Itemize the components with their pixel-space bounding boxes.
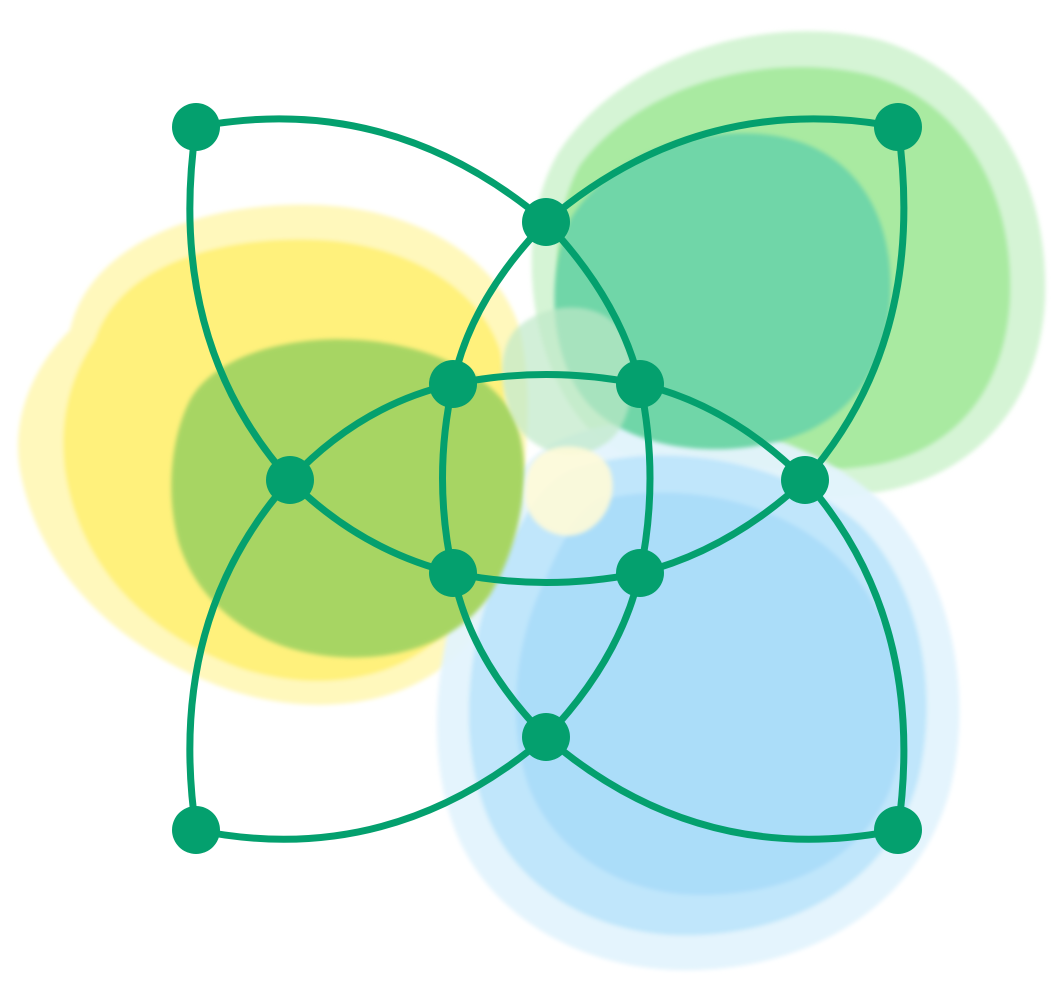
node-inner-bottom-right <box>616 549 664 597</box>
node-top-right <box>874 103 922 151</box>
node-inner-top-right <box>616 360 664 408</box>
node-top-left <box>172 103 220 151</box>
node-top-center <box>522 198 570 246</box>
node-inner-bottom-left <box>429 549 477 597</box>
node-right-center <box>781 456 829 504</box>
node-inner-top-left <box>429 360 477 408</box>
node-left-center <box>266 456 314 504</box>
node-bottom-left <box>172 806 220 854</box>
node-bottom-right <box>874 806 922 854</box>
node-bottom-center <box>522 713 570 761</box>
